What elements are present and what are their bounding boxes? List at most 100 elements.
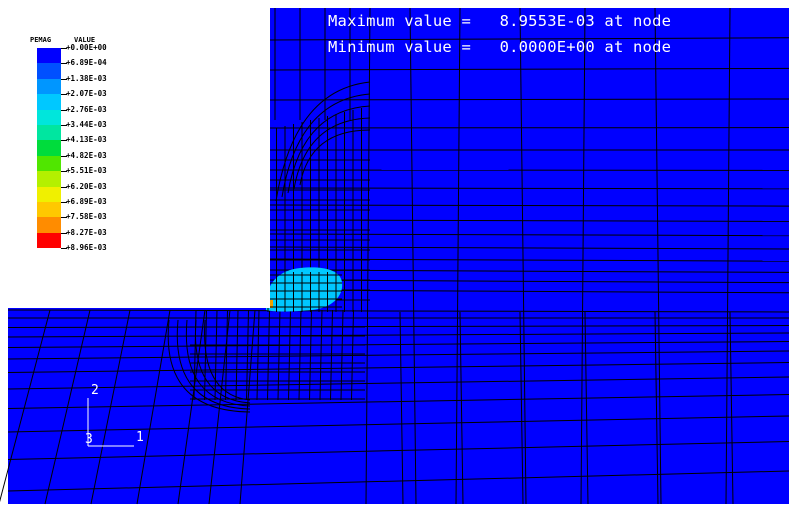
legend-tick	[61, 109, 67, 111]
legend-level-label: +5.51E-03	[66, 166, 107, 176]
mesh-line-arc	[281, 93, 371, 198]
mesh-line-vertical	[44, 309, 91, 505]
maximum-value-text: Maximum value = 8.9553E-03 at node	[328, 12, 672, 30]
mesh-line-vertical	[0, 309, 51, 503]
mesh-line-vertical	[90, 309, 131, 505]
mesh-line-vertical	[654, 7, 662, 505]
triad-axis-3-label: 3	[85, 432, 93, 447]
legend-variable-label: PEMAG	[30, 36, 52, 44]
mesh-line-vertical	[519, 311, 524, 505]
legend-color-swatch	[37, 232, 61, 249]
legend-tick	[61, 202, 67, 203]
legend-level-label: +0.00E+00	[66, 43, 107, 52]
mesh-line-horizontal	[269, 204, 790, 207]
legend-level-label: +8.27E-03	[66, 227, 107, 237]
mesh-line-vertical	[204, 309, 207, 401]
legend-tick	[61, 186, 67, 188]
legend-color-swatch	[37, 125, 61, 141]
legend-level-label: +2.76E-03	[66, 104, 107, 114]
triad-axis-1-label: 1	[136, 430, 144, 445]
legend-tick	[61, 48, 67, 49]
legend-tick	[61, 94, 67, 96]
legend-color-swatch	[37, 63, 61, 79]
mesh-line-vertical	[459, 311, 464, 505]
mesh-line-vertical	[455, 7, 461, 505]
mesh-line-vertical	[729, 311, 734, 505]
legend-level-label: +2.07E-03	[66, 89, 107, 99]
mesh-line-vertical	[214, 309, 218, 401]
legend-tick	[61, 171, 67, 173]
mesh-line-horizontal	[7, 441, 790, 460]
mesh-line-vertical	[225, 309, 228, 401]
legend-color-swatch	[37, 48, 61, 64]
legend-tick	[61, 248, 67, 250]
legend-color-swatch	[37, 78, 61, 95]
mesh-line-vertical	[365, 7, 371, 505]
mesh-line-vertical	[136, 309, 171, 505]
mesh-line-vertical	[399, 311, 404, 505]
legend-color-swatch	[37, 94, 61, 110]
legend-color-swatch	[37, 155, 61, 172]
mesh-line-vertical	[246, 309, 249, 401]
mesh-line-horizontal	[7, 362, 790, 373]
mesh-line-horizontal	[269, 246, 790, 250]
mesh-line-arc	[299, 129, 371, 186]
mesh-line-vertical	[277, 309, 281, 401]
legend-tick	[61, 155, 67, 157]
mesh-line-arc	[275, 81, 371, 202]
legend-color-swatch	[37, 217, 61, 233]
legend-color-swatch	[37, 109, 61, 125]
legend-tick	[61, 63, 67, 65]
legend-color-swatch	[37, 186, 61, 202]
mesh-line-vertical	[319, 309, 323, 401]
legend-level-label: +6.20E-03	[66, 181, 107, 191]
mesh-line-horizontal	[7, 394, 790, 409]
mesh-line-arc	[194, 319, 251, 404]
mesh-line-vertical	[330, 309, 333, 401]
legend-level-label: +4.82E-03	[66, 150, 107, 160]
mesh-line-vertical	[340, 309, 344, 401]
mesh-line-horizontal	[7, 332, 790, 338]
mesh-line-horizontal	[269, 187, 790, 190]
legend-color-swatch	[37, 140, 61, 156]
mesh-line-vertical	[580, 7, 586, 505]
mesh-line-arc	[185, 319, 251, 407]
mesh-line-vertical	[235, 309, 239, 401]
mesh-line-arc	[204, 319, 251, 401]
legend-tick	[61, 125, 67, 126]
legend-level-label: +8.96E-03	[66, 243, 107, 253]
mesh-line-horizontal	[269, 37, 790, 41]
mesh-line-vertical	[725, 7, 731, 505]
mesh-line-vertical	[351, 309, 354, 401]
contour-legend: PEMAG VALUE +0.00E+00 +6.89E-04 +1.38E-03 +…	[8, 6, 270, 308]
mesh-line-horizontal	[269, 233, 790, 237]
mesh-line-horizontal	[7, 341, 790, 348]
legend-tick	[61, 78, 67, 80]
legend-level-label: +4.13E-03	[66, 135, 107, 145]
mesh-line-vertical	[177, 309, 206, 505]
mesh-line-vertical	[654, 311, 659, 505]
legend-level-label: +3.44E-03	[66, 120, 107, 129]
mesh-line-vertical	[584, 311, 589, 505]
legend-level-label: +1.38E-03	[66, 73, 107, 83]
mesh-line-arc	[293, 117, 371, 190]
mesh-line-vertical	[256, 309, 260, 401]
mesh-line-horizontal	[7, 350, 790, 360]
legend-tick	[61, 217, 67, 219]
legend-color-swatch	[37, 171, 61, 187]
crack-plane-line	[7, 309, 790, 313]
legend-level-label: +7.58E-03	[66, 212, 107, 222]
mesh-line-vertical	[309, 309, 312, 401]
mesh-line-horizontal	[269, 98, 790, 101]
mesh-line-horizontal	[7, 470, 790, 492]
legend-tick	[61, 140, 67, 142]
legend-value-header: VALUE	[74, 36, 96, 44]
mesh-line-vertical	[267, 309, 270, 401]
legend-level-label: +6.89E-04	[66, 58, 107, 68]
mesh-line-vertical	[239, 309, 256, 505]
mesh-line-horizontal	[7, 376, 790, 390]
mesh-line-arc	[176, 319, 251, 410]
hotspot-mesh	[266, 272, 342, 312]
mesh-grid	[0, 7, 790, 505]
